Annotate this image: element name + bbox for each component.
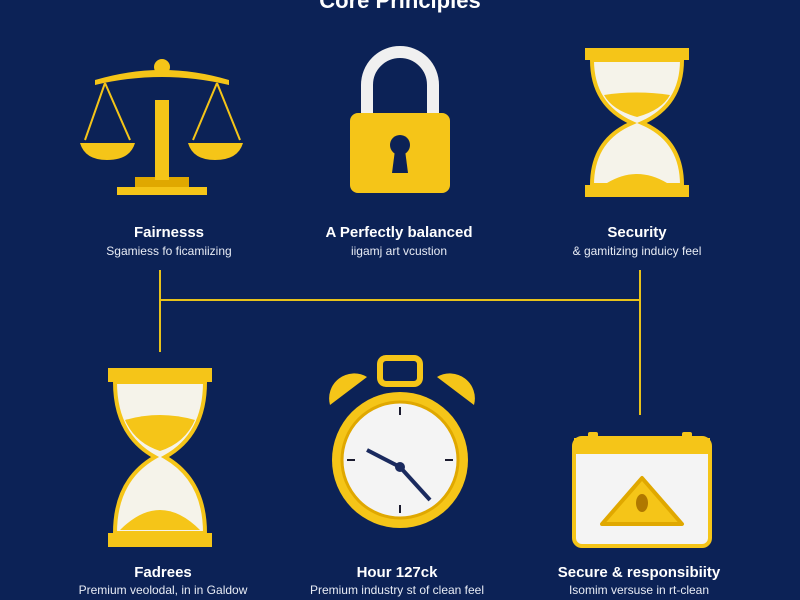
principle-subtitle: Isomim versuse in rt-clean — [568, 583, 710, 597]
principle-heading: Hour 127ck — [356, 564, 438, 581]
principle-heading: Fadrees — [134, 564, 192, 581]
connector-line — [160, 299, 640, 301]
hourglass-icon — [585, 48, 689, 197]
principle-subtitle: Sgamiess fo ficamiizing — [106, 244, 232, 258]
padlock-icon — [350, 46, 450, 193]
principle-subtitle: iigamj art vcustion — [350, 244, 448, 258]
principle-heading: Secure & responsibiity — [557, 564, 721, 581]
principle-subtitle: Premium industry st of clean feel — [309, 583, 485, 597]
principle-label: Security & gamitizing induicy feel — [507, 224, 767, 258]
principle-heading: Security — [607, 224, 667, 241]
scales-icon — [80, 59, 243, 195]
principle-heading: A Perfectly balanced — [325, 224, 473, 241]
connector-line — [639, 270, 641, 415]
principle-label: Fadrees Premium veolodal, in in Galdow — [33, 564, 293, 597]
page-title: Core Principles — [319, 0, 481, 13]
principle-label: A Perfectly balanced iigamj art vcustion — [269, 224, 529, 258]
principle-label: Hour 127ck Premium industry st of clean … — [267, 564, 527, 597]
principle-label: Fairnesss Sgamiess fo ficamiizing — [39, 224, 299, 258]
connector-line — [159, 270, 161, 352]
principle-label: Secure & responsibiity Isomim versuse in… — [509, 564, 769, 597]
calendar-warning-icon — [572, 432, 712, 548]
hourglass-icon — [108, 368, 212, 547]
principle-heading: Fairnesss — [133, 224, 205, 241]
principle-subtitle: & gamitizing induicy feel — [572, 244, 702, 258]
alarm-clock-icon — [329, 355, 475, 528]
principle-subtitle: Premium veolodal, in in Galdow — [78, 583, 248, 597]
